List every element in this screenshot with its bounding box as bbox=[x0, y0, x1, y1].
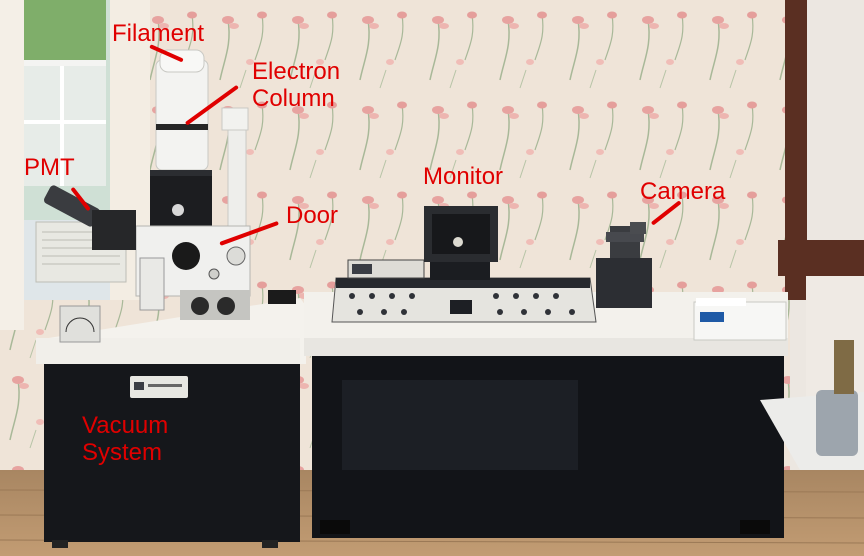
camera-label: Camera bbox=[640, 178, 726, 205]
glove-box bbox=[693, 298, 787, 341]
pmt-label: PMT bbox=[24, 154, 75, 181]
electron-microscope bbox=[43, 49, 296, 320]
control-panel bbox=[331, 259, 597, 323]
monitor bbox=[424, 206, 498, 280]
vacuum-cabinet bbox=[36, 298, 306, 548]
electron-column-label: Electron Column bbox=[252, 58, 341, 112]
filament-label: Filament bbox=[112, 20, 205, 47]
camera bbox=[596, 222, 652, 308]
side-cart bbox=[760, 340, 864, 470]
door-label: Door bbox=[286, 202, 339, 229]
vacuum-system-label: Vacuum System bbox=[82, 412, 169, 466]
window bbox=[0, 0, 150, 330]
monitor-label: Monitor bbox=[423, 163, 504, 190]
